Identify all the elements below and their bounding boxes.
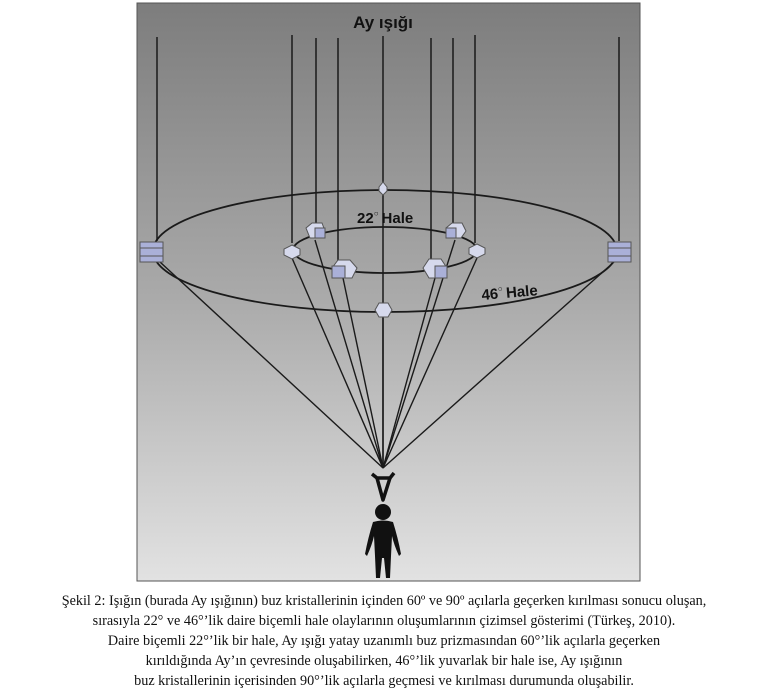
caption-line: Daire biçemli 22°’lik bir hale, Ay ışığı… (107, 633, 661, 649)
refracted-rays (159, 239, 615, 469)
hexagon-prism-crystal (331, 259, 358, 279)
hexagon-crystal (283, 244, 301, 260)
moonlight-title: Ay ışığı (353, 13, 413, 32)
caption-line: buz kristallerinin içerisinden 90°’lik a… (134, 673, 634, 689)
person-icon (365, 504, 401, 578)
hexagon-prism-crystal (445, 222, 467, 239)
moonlight-rays (156, 35, 620, 468)
prism-crystal-left (139, 241, 164, 263)
figure-caption: Şekil 2: Işığın (burada Ay ışığının) buz… (0, 591, 768, 691)
halo-labels: 22○Hale 46○Hale (357, 209, 538, 304)
hexagon-crystal-top (378, 181, 388, 196)
ice-crystals (139, 181, 632, 318)
hexagon-prism-crystal (422, 258, 448, 279)
halo-46-label: 46○Hale (481, 281, 539, 304)
hexagon-crystal (468, 243, 486, 259)
caption-line: sırasıyla 22° ve 46°’lik daire biçemli h… (92, 613, 676, 629)
halo-22-label: 22○Hale (357, 209, 413, 227)
caption-line: kırıldığında Ay’ın çevresinde oluşabilir… (145, 653, 623, 669)
eye-icon (370, 471, 396, 502)
hexagon-crystal-bottom (374, 302, 393, 318)
prism-crystal-right (607, 241, 632, 263)
caption-line: Şekil 2: Işığın (burada Ay ışığının) buz… (61, 593, 707, 609)
hexagon-prism-crystal (305, 222, 326, 239)
